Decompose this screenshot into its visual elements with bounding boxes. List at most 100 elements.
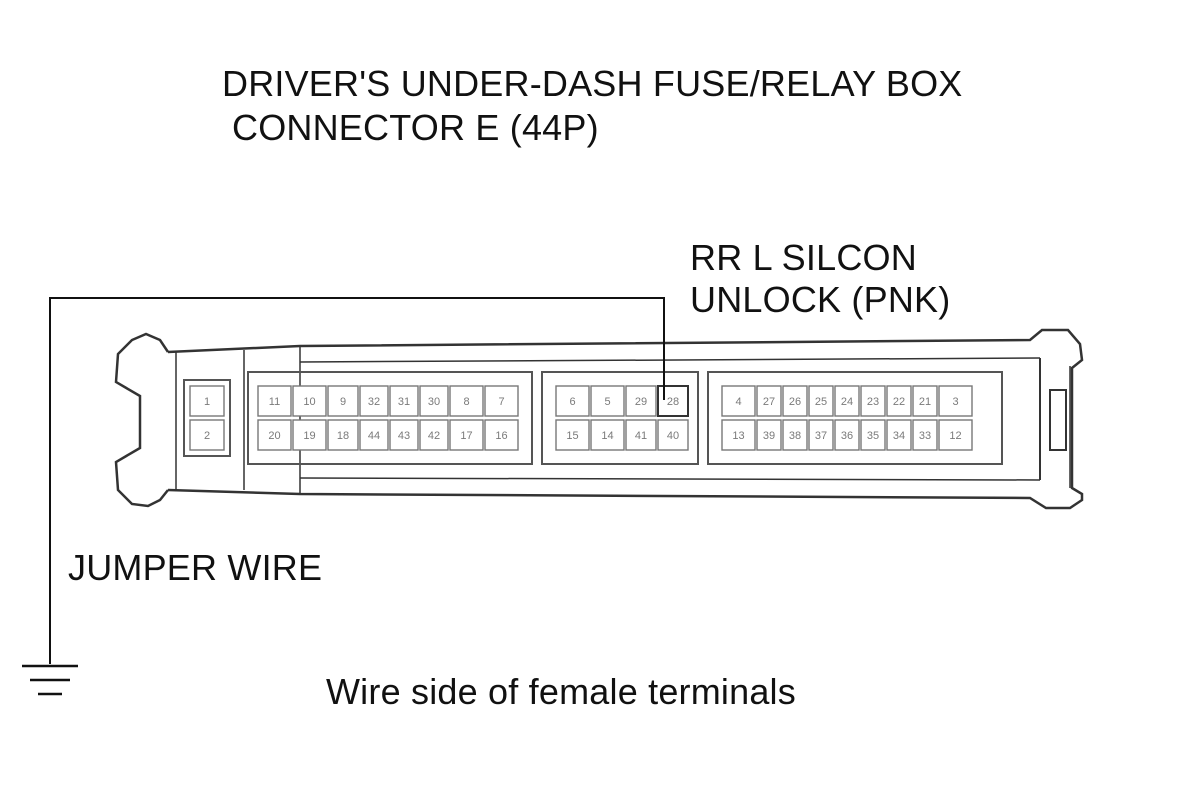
pin-label-3: 3 xyxy=(952,396,958,408)
pin-cell-43 xyxy=(389,419,419,451)
pin-cell-11 xyxy=(257,385,292,417)
pin-label-21: 21 xyxy=(919,396,931,408)
pin-label-18: 18 xyxy=(337,430,349,442)
pin-cell-39 xyxy=(756,419,782,451)
pin-label-29: 29 xyxy=(635,396,647,408)
pin-label-6: 6 xyxy=(569,396,575,408)
pin-cell-40 xyxy=(657,419,689,451)
pin-label-9: 9 xyxy=(340,396,346,408)
pin-cell-36 xyxy=(834,419,860,451)
pin-label-34: 34 xyxy=(893,430,905,442)
pin-block-a xyxy=(247,371,533,465)
pin-cell-33 xyxy=(912,419,938,451)
pin-block-b xyxy=(541,371,699,465)
pin-cell-24 xyxy=(834,385,860,417)
pin-label-1: 1 xyxy=(204,396,210,408)
pin-label-26: 26 xyxy=(789,396,801,408)
pin-cell-32 xyxy=(359,385,389,417)
caption: Wire side of female terminals xyxy=(326,671,796,712)
pin-cell-37 xyxy=(808,419,834,451)
pin-label-35: 35 xyxy=(867,430,879,442)
pin-label-8: 8 xyxy=(463,396,469,408)
pin-cell-28 xyxy=(657,385,689,417)
connector-housing xyxy=(114,328,1084,510)
pin-label-14: 14 xyxy=(601,430,613,442)
pin-cell-25 xyxy=(808,385,834,417)
pin-label-38: 38 xyxy=(789,430,801,442)
pin-cell-17 xyxy=(449,419,484,451)
pin-label-39: 39 xyxy=(763,430,775,442)
pin-cell-13 xyxy=(721,419,756,451)
pin-cell-34 xyxy=(886,419,912,451)
pin-cell-6 xyxy=(555,385,590,417)
pin-cell-12 xyxy=(938,419,973,451)
pin-label-43: 43 xyxy=(398,430,410,442)
pin-label-44: 44 xyxy=(368,430,380,442)
pin-label-24: 24 xyxy=(841,396,853,408)
pin-cell-16 xyxy=(484,419,519,451)
wire-label-line-1: RR L SILCON xyxy=(690,237,917,278)
ground-symbol-icon xyxy=(22,664,78,696)
pin-cell-38 xyxy=(782,419,808,451)
pin-label-30: 30 xyxy=(428,396,440,408)
pin-label-22: 22 xyxy=(893,396,905,408)
pin-cell-7 xyxy=(484,385,519,417)
pin-label-28: 28 xyxy=(667,396,679,408)
pin-cell-5 xyxy=(590,385,625,417)
pin-cell-9 xyxy=(327,385,359,417)
title-line-2: CONNECTOR E (44P) xyxy=(232,107,599,148)
pin-label-16: 16 xyxy=(495,430,507,442)
pin-cell-22 xyxy=(886,385,912,417)
pin-label-40: 40 xyxy=(667,430,679,442)
pin-label-41: 41 xyxy=(635,430,647,442)
title-line-1: DRIVER'S UNDER-DASH FUSE/RELAY BOX xyxy=(222,63,963,104)
pin-cell-20 xyxy=(257,419,292,451)
pin-label-31: 31 xyxy=(398,396,410,408)
pin-cell-1 xyxy=(189,385,225,417)
pin-label-19: 19 xyxy=(303,430,315,442)
jumper-wire-label: JUMPER WIRE xyxy=(68,547,323,588)
wire-label-line-2: UNLOCK (PNK) xyxy=(690,279,951,320)
pin-label-12: 12 xyxy=(949,430,961,442)
pin-cell-19 xyxy=(292,419,327,451)
pin-cell-27 xyxy=(756,385,782,417)
pin-label-15: 15 xyxy=(566,430,578,442)
pin-label-27: 27 xyxy=(763,396,775,408)
left-pin-column xyxy=(183,379,231,457)
pin-cell-18 xyxy=(327,419,359,451)
pin-cell-30 xyxy=(419,385,449,417)
pin-cell-3 xyxy=(938,385,973,417)
jumper-wire-line xyxy=(49,297,665,664)
pin-label-2: 2 xyxy=(204,430,210,442)
pin-label-10: 10 xyxy=(303,396,315,408)
pin-cell-14 xyxy=(590,419,625,451)
pin-label-7: 7 xyxy=(498,396,504,408)
pin-cell-31 xyxy=(389,385,419,417)
pin-label-32: 32 xyxy=(368,396,380,408)
pin-cell-8 xyxy=(449,385,484,417)
pin-cell-26 xyxy=(782,385,808,417)
pin-label-25: 25 xyxy=(815,396,827,408)
pin-cell-42 xyxy=(419,419,449,451)
pin-cell-35 xyxy=(860,419,886,451)
pin-cell-44 xyxy=(359,419,389,451)
pin-label-33: 33 xyxy=(919,430,931,442)
pin-label-37: 37 xyxy=(815,430,827,442)
pin-block-c xyxy=(707,371,1003,465)
pin-label-36: 36 xyxy=(841,430,853,442)
pin-cell-21 xyxy=(912,385,938,417)
pin-cell-15 xyxy=(555,419,590,451)
pin-label-23: 23 xyxy=(867,396,879,408)
pin-label-13: 13 xyxy=(732,430,744,442)
pin-cell-41 xyxy=(625,419,657,451)
pin-label-11: 11 xyxy=(269,396,280,408)
pin-cell-4 xyxy=(721,385,756,417)
pin-cell-10 xyxy=(292,385,327,417)
pin-label-5: 5 xyxy=(604,396,610,408)
pin-cell-23 xyxy=(860,385,886,417)
pin-label-20: 20 xyxy=(268,430,280,442)
pin-label-17: 17 xyxy=(460,430,472,442)
pin-cell-29 xyxy=(625,385,657,417)
